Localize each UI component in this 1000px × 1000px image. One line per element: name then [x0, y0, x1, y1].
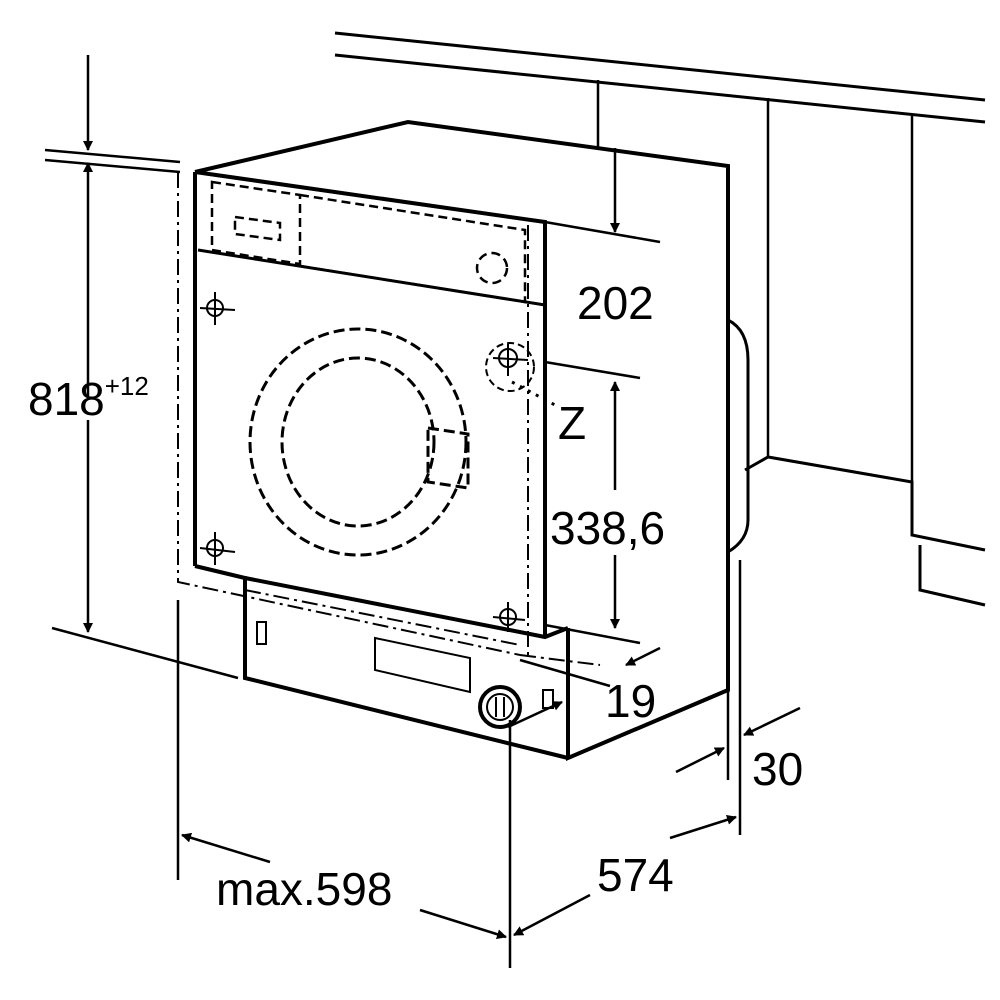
- width-label: max.598: [216, 863, 393, 915]
- rear-gap-label: 30: [752, 743, 804, 795]
- height-tolerance: +12: [104, 371, 149, 401]
- height-value: 818: [28, 373, 105, 425]
- front-panel-outline: [177, 172, 601, 666]
- mounting-points: [199, 292, 535, 632]
- top-to-hose-label: 202: [577, 277, 654, 329]
- kitchen-cabinet-outline: [334, 31, 986, 607]
- washing-machine-body: [193, 119, 750, 762]
- z-height-label: 338,6: [550, 502, 666, 554]
- height-label: 818+12: [28, 373, 149, 425]
- depth-label: 574: [597, 849, 674, 901]
- dimension-lines: [44, 55, 801, 968]
- plinth-depth-label: 19: [605, 675, 657, 727]
- door-porthole: [248, 327, 470, 557]
- plinth-details: [256, 621, 554, 729]
- control-panel: [210, 180, 527, 304]
- point-z-label: Z: [558, 397, 587, 449]
